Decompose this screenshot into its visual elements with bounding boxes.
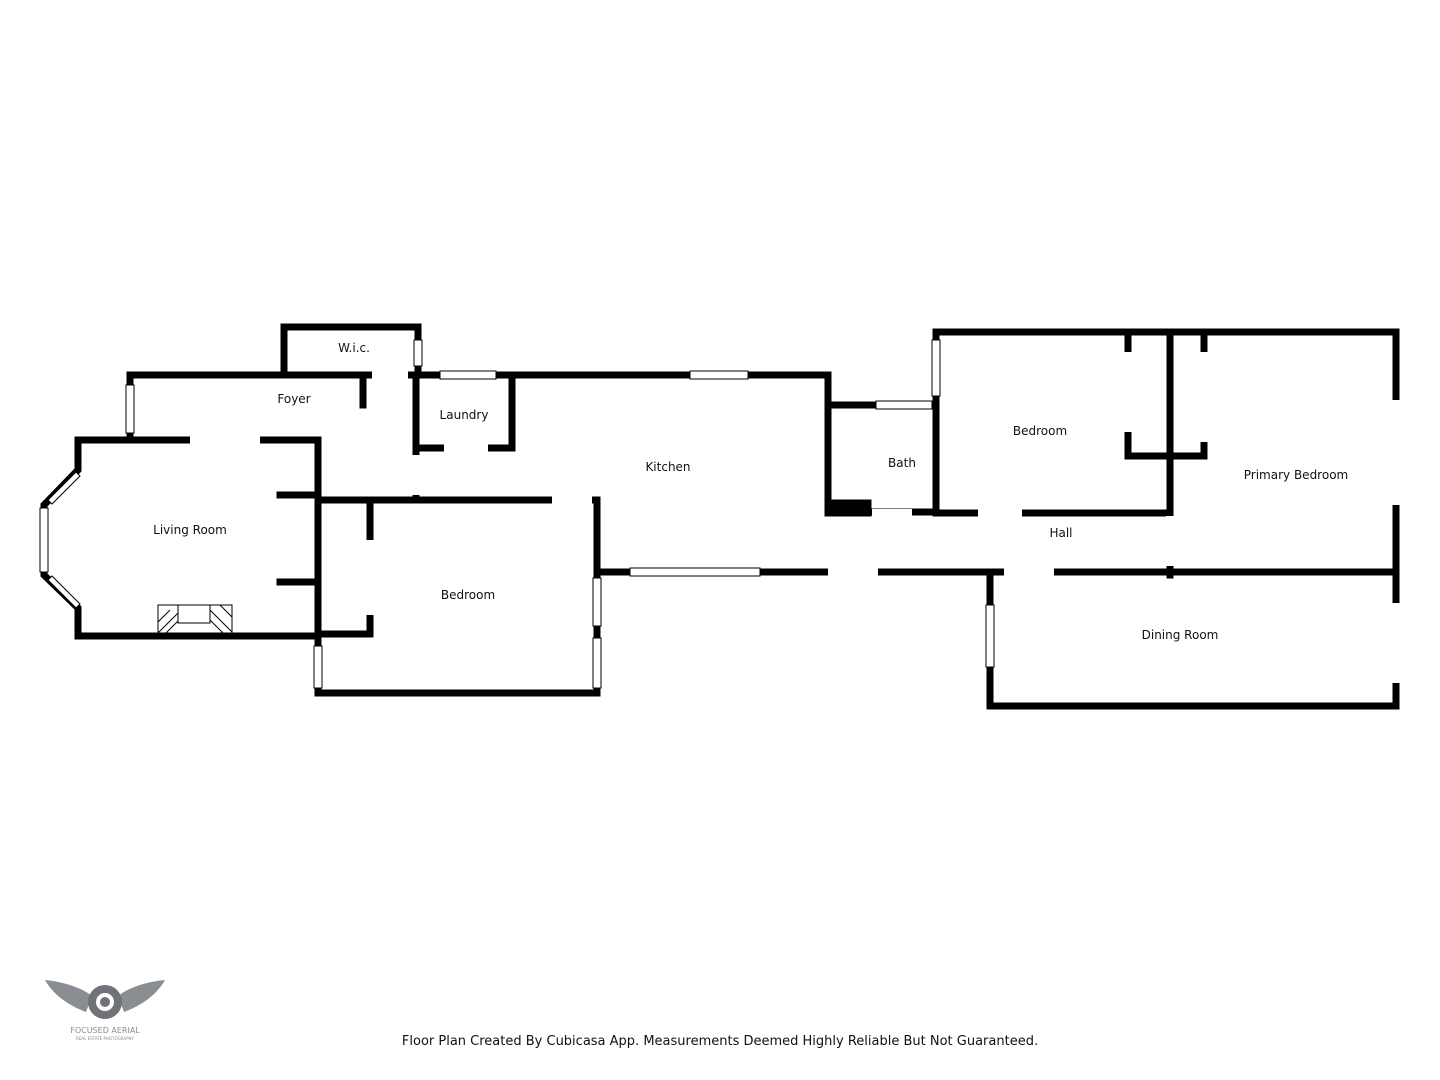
window-foyer-left (125, 384, 135, 434)
window-kitchen-bottom (629, 567, 761, 577)
opening-closet-right (1200, 352, 1208, 442)
opening-closet-left (1124, 352, 1132, 432)
bedroom-left-walls (314, 496, 994, 576)
footer-disclaimer: Floor Plan Created By Cubicasa App. Meas… (401, 1034, 1039, 1049)
opening-foyer-kitchen (412, 455, 420, 495)
bay-window-top (47, 471, 81, 505)
opening-wic (372, 371, 408, 379)
logo-tagline: REAL ESTATE PHOTOGRAPHY (76, 1036, 134, 1041)
opening-kitchen-hall (828, 568, 878, 576)
window-wic (413, 339, 423, 367)
label-foyer: Foyer (277, 392, 310, 406)
window-bedroom-left-right-2 (592, 637, 602, 689)
label-primary-bedroom: Primary Bedroom (1244, 468, 1348, 482)
label-bedroom-right: Bedroom (1013, 424, 1067, 438)
bay-window-bottom (47, 575, 81, 609)
bedroom-left-box (314, 496, 601, 697)
focused-aerial-logo: FOCUSED AERIAL REAL ESTATE PHOTOGRAPHY (45, 980, 165, 1041)
logo-name: FOCUSED AERIAL (70, 1026, 140, 1035)
bedroom-left-closet (314, 501, 374, 638)
opening-dining-right (1392, 603, 1400, 683)
fireplace (157, 604, 233, 634)
openings (190, 352, 1400, 683)
opening-primary-right (1392, 400, 1400, 505)
opening-foyer-living (190, 436, 260, 444)
window-bedroom-left-right-1 (592, 577, 602, 627)
label-bedroom-left: Bedroom (441, 588, 495, 602)
label-bath: Bath (888, 456, 916, 470)
windows (39, 339, 995, 689)
window-bay-upper (39, 507, 49, 573)
window-laundry (439, 370, 497, 380)
opening-laundry (444, 444, 488, 452)
window-dining-left (985, 604, 995, 668)
bath-walls (824, 401, 940, 516)
bath-fixture (824, 499, 872, 517)
label-kitchen: Kitchen (645, 460, 690, 474)
bay-windows (47, 471, 81, 609)
opening-bedroom-right (978, 509, 1022, 517)
window-bedroom-left-bottom (313, 645, 323, 689)
window-bath-top (875, 400, 933, 410)
walls (40, 323, 1400, 710)
opening-closet-bedroom-left (366, 540, 374, 615)
label-living-room: Living Room (153, 523, 227, 537)
label-dining-room: Dining Room (1142, 628, 1219, 642)
window-kitchen-top (689, 370, 749, 380)
living-room-walls (40, 436, 322, 640)
window-bedroom-right-left (931, 339, 941, 397)
opening-primary (1166, 516, 1174, 566)
opening-bedroom-left (552, 496, 592, 504)
label-hall: Hall (1049, 526, 1072, 540)
opening-hall-dining (1004, 568, 1054, 576)
label-wic: W.i.c. (338, 341, 370, 355)
closet-walls (1124, 328, 1208, 460)
opening-bath (872, 509, 912, 517)
label-laundry: Laundry (440, 408, 489, 422)
